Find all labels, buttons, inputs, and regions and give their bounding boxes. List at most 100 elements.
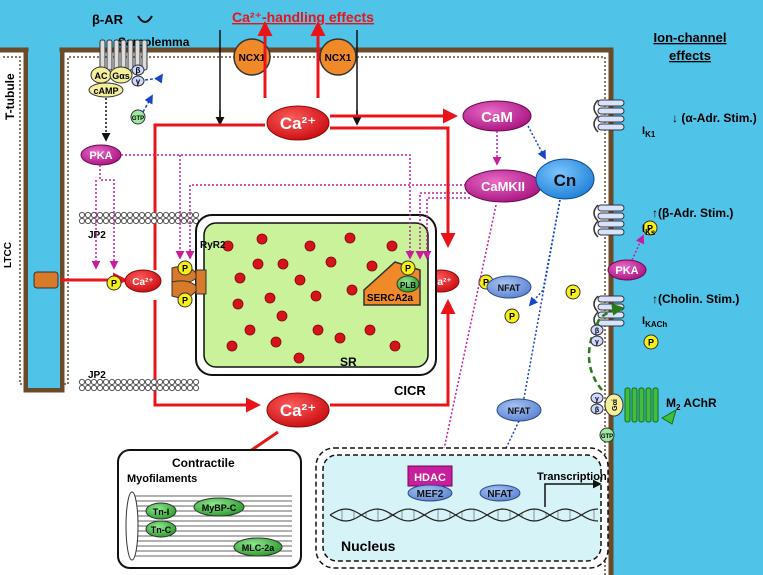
tn-c bbox=[145, 520, 177, 538]
phosphate-label: P bbox=[509, 312, 515, 322]
sr-calcium-stores bbox=[222, 232, 401, 364]
jp2-bead bbox=[96, 211, 104, 219]
nfat-mid-label: NFAT bbox=[508, 406, 531, 416]
jp2-bead bbox=[150, 217, 158, 225]
gas-subunit bbox=[109, 66, 133, 84]
jp2-bead bbox=[156, 217, 164, 225]
phosphate-label: P bbox=[648, 338, 654, 348]
channel-helix bbox=[597, 115, 625, 123]
ltcc-label: LTCC bbox=[3, 242, 14, 268]
jp2-bead bbox=[84, 211, 92, 219]
sr-calcium-dot bbox=[276, 310, 288, 322]
iks-label: IKs bbox=[642, 223, 656, 237]
nucleus-interior bbox=[322, 454, 602, 562]
jp2-bead bbox=[132, 217, 140, 225]
cn-dephosphorylation-arrow bbox=[528, 199, 561, 307]
sr-calcium-dot bbox=[264, 292, 276, 304]
jp2-bead bbox=[156, 378, 164, 386]
phosphate-circle bbox=[400, 260, 416, 276]
m2-achr-receptor bbox=[624, 387, 677, 425]
phosphate-circle bbox=[643, 334, 659, 350]
jp2-bead bbox=[180, 217, 188, 225]
iks-effect: ↑(β-Adr. Stim.) bbox=[652, 206, 733, 220]
jp2-bead bbox=[174, 378, 182, 386]
mlc-2a-label: MLC-2a bbox=[242, 543, 275, 553]
beta-gamma-free bbox=[590, 324, 604, 336]
sr-calcium-dot bbox=[226, 340, 238, 352]
jp2-bead bbox=[150, 211, 158, 219]
phosphate-label: P bbox=[570, 288, 576, 298]
jp2-bead bbox=[168, 384, 176, 392]
ikach-label: IKACh bbox=[642, 315, 667, 329]
gai-label: Gαi bbox=[612, 399, 619, 411]
ac-label: AC bbox=[95, 71, 108, 81]
phosphate-circle bbox=[177, 260, 193, 276]
jp2-bead bbox=[144, 378, 152, 386]
tn-c-label: Tn-C bbox=[151, 525, 172, 535]
cam-label: CaM bbox=[481, 109, 513, 126]
jp2-bead bbox=[144, 217, 152, 225]
sr-calcium-dot bbox=[232, 298, 244, 310]
jp2-bead bbox=[84, 217, 92, 225]
jp2-bead bbox=[102, 211, 110, 219]
phosphate-label: P bbox=[182, 296, 188, 306]
jp2-bead bbox=[162, 211, 170, 219]
camkii-to-hdac-arrow bbox=[437, 204, 497, 470]
gamma-subunit-label: γ bbox=[136, 77, 141, 86]
nucleus-label: Nucleus bbox=[341, 538, 396, 554]
ik1-label: IK1 bbox=[642, 125, 656, 139]
nfat-cyto-label: NFAT bbox=[498, 283, 521, 293]
ncx1-right: NCX1 bbox=[319, 30, 362, 126]
jp2-bead bbox=[168, 217, 176, 225]
jp2-bead bbox=[192, 211, 200, 219]
dna-helix bbox=[329, 508, 599, 522]
channel-helix bbox=[597, 228, 625, 236]
ca-handling-title: Ca²⁺-handling effects bbox=[232, 9, 374, 25]
pka-iks-label: PKA bbox=[615, 265, 638, 277]
channel-helix bbox=[597, 99, 625, 107]
jp2-bead bbox=[120, 211, 128, 219]
channel-helix bbox=[597, 204, 625, 212]
sr-calcium-dot bbox=[277, 258, 289, 270]
phosphate-circle bbox=[106, 275, 122, 291]
jp2-bead bbox=[114, 384, 122, 392]
jp2-bead bbox=[96, 378, 104, 386]
jp2-bead bbox=[138, 378, 146, 386]
t-tubule-lumen bbox=[28, 52, 60, 388]
jp2-bead bbox=[174, 384, 182, 392]
jp2-bead bbox=[120, 384, 128, 392]
hdac-label: HDAC bbox=[414, 472, 446, 484]
phosphate-label: P bbox=[405, 264, 411, 274]
ion-channel-title-line1: Ion-channel bbox=[654, 30, 727, 45]
ncx1-left-label: NCX1 bbox=[239, 53, 266, 64]
gamma-free bbox=[590, 335, 604, 347]
jp2-bead bbox=[78, 384, 86, 392]
jp2-bead bbox=[192, 378, 200, 386]
ik1-effect: ↓ (α-Adr. Stim.) bbox=[672, 111, 757, 125]
ca-top-ion bbox=[266, 105, 330, 141]
camp bbox=[88, 82, 124, 98]
mybp-c bbox=[193, 497, 245, 517]
cn-label: Cn bbox=[554, 171, 577, 190]
t-tubule-label: T-tubule bbox=[3, 73, 17, 120]
sr-calcium-dot bbox=[386, 240, 398, 252]
jp2-bead bbox=[78, 217, 86, 225]
channel-helix bbox=[597, 107, 625, 115]
jp2-bead bbox=[168, 211, 176, 219]
sr-calcium-dot bbox=[389, 340, 401, 352]
pka-iks bbox=[607, 259, 647, 281]
channel-loop bbox=[593, 99, 599, 117]
jp2-bead bbox=[114, 211, 122, 219]
jp2-bead bbox=[90, 378, 98, 386]
sr-calcium-dot bbox=[256, 233, 268, 245]
g-beta-gamma-to-ikach-arrow bbox=[587, 303, 625, 391]
jp2-bead bbox=[168, 378, 176, 386]
beta-ar-label: β-AR bbox=[92, 12, 124, 27]
sr-calcium-dot bbox=[364, 324, 376, 336]
jp2-bead bbox=[132, 384, 140, 392]
channel-loop bbox=[593, 220, 599, 238]
jp2-bead bbox=[90, 384, 98, 392]
transcription-arrow bbox=[544, 479, 602, 507]
jp2-top-label: JP2 bbox=[88, 230, 106, 241]
